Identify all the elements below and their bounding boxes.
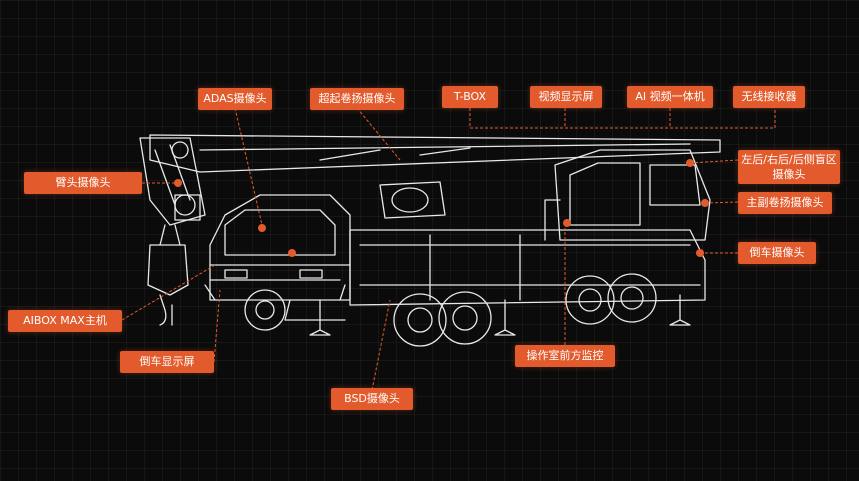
main-aux-hoist-camera-label: 主副卷扬摄像头: [738, 192, 832, 214]
crane-truck-outline: [139, 134, 721, 347]
hoist-camera-label: 超起卷扬摄像头: [310, 88, 404, 110]
wheels: [244, 273, 657, 347]
connector-lines: [121, 107, 776, 391]
reverse-camera-label: 倒车摄像头: [738, 242, 816, 264]
cab-front-monitor-label: 操作室前方监控: [515, 345, 615, 367]
tbox-label: T-BOX: [442, 86, 498, 108]
ai-video-unit-label: AI 视频一体机: [627, 86, 713, 108]
wireless-receiver-label: 无线接收器: [733, 86, 805, 108]
video-display-label: 视频显示屏: [530, 86, 602, 108]
bsd-camera-label: BSD摄像头: [331, 388, 413, 410]
boom-head-camera-label: 臂头摄像头: [24, 172, 142, 194]
aibox-max-label: AIBOX MAX主机: [8, 310, 122, 332]
device-markers: [174, 159, 709, 257]
blind-spot-camera-label: 左后/右后/后侧盲区摄像头: [738, 150, 840, 184]
reverse-display-label: 倒车显示屏: [120, 351, 214, 373]
adas-camera-label: ADAS摄像头: [198, 88, 272, 110]
